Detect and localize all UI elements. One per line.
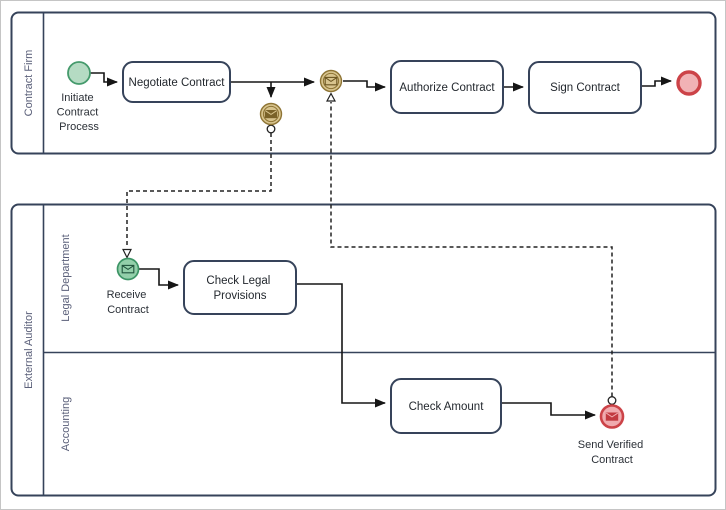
lane-label-accounting: Accounting — [60, 397, 72, 451]
sequence-flow-checklegal-checkamount[interactable] — [296, 283, 386, 408]
task-negotiate-contract[interactable]: Negotiate Contract — [122, 61, 231, 103]
task-sign-contract[interactable]: Sign Contract — [528, 61, 642, 114]
lane-label-legal-department: Legal Department — [60, 234, 72, 321]
pool-contract-firm[interactable]: Contract Firm — [10, 11, 717, 155]
envelope-icon — [264, 110, 278, 119]
message-start-event-receive[interactable] — [116, 257, 140, 281]
envelope-icon — [121, 264, 135, 274]
task-negotiate-label: Negotiate Contract — [129, 77, 226, 89]
task-authorize-contract[interactable]: Authorize Contract — [390, 60, 504, 114]
message-flow-throw-to-receive[interactable] — [122, 124, 276, 259]
pool-external-auditor[interactable]: External Auditor Legal Department Accoun… — [10, 203, 717, 497]
pool-label-contract-firm: Contract Firm — [23, 50, 35, 117]
sequence-flow-initiate-negotiate[interactable] — [90, 72, 118, 87]
pool-label-external-auditor: External Auditor — [23, 311, 35, 389]
sequence-flow-receive-checklegal[interactable] — [139, 268, 179, 290]
task-check-legal-provisions[interactable]: Check Legal Provisions — [183, 260, 297, 315]
message-catch-event[interactable] — [319, 69, 343, 93]
lane-legal-department[interactable]: Legal Department — [60, 234, 72, 321]
message-throw-event[interactable] — [259, 102, 283, 126]
envelope-icon — [605, 412, 619, 421]
sequence-flow-checkamount-send[interactable] — [501, 402, 596, 420]
sequence-flow-sign-end[interactable] — [641, 76, 672, 87]
lane-accounting[interactable]: Accounting — [60, 397, 72, 451]
sequence-flow-catch-authorize[interactable] — [343, 80, 386, 92]
receive-event-label: Receive Contract — [107, 289, 150, 316]
message-end-event-send-verified[interactable] — [599, 404, 625, 429]
message-flow-send-to-catch[interactable] — [326, 92, 617, 405]
end-event[interactable] — [676, 70, 702, 96]
envelope-icon — [324, 76, 338, 86]
start-event-initiate[interactable] — [67, 61, 91, 85]
task-check-legal-label: Check Legal Provisions — [206, 275, 273, 302]
task-check-amount[interactable]: Check Amount — [390, 378, 502, 434]
start-event-label: Initiate Contract Process — [57, 92, 102, 133]
task-check-amount-label: Check Amount — [409, 401, 485, 413]
task-sign-label: Sign Contract — [550, 82, 620, 94]
task-authorize-label: Authorize Contract — [399, 82, 495, 94]
send-event-label: Send Verified Contract — [578, 439, 647, 466]
